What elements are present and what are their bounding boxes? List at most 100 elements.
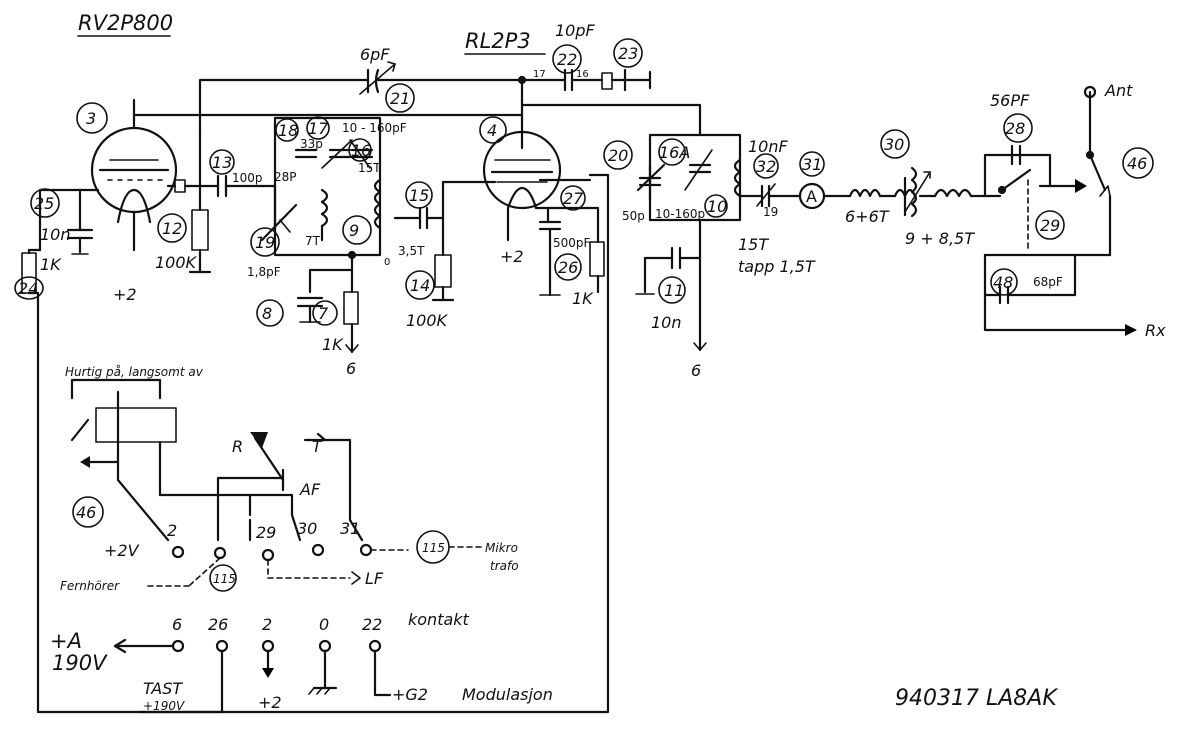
six-b: 6 [691,361,701,380]
pin-29-label: 29 [256,523,276,542]
pin-0: 0 [319,615,329,634]
part-10: 10 [707,197,727,216]
pin-31-label: 31 [340,519,360,538]
part-19: 19 [255,233,275,252]
r26-value: 1K [572,289,594,308]
c32-value: 10nF [748,137,789,156]
r-switch-label: R [232,437,243,456]
v190-label: 190V [52,651,108,675]
l64-value: 6+6T [845,207,890,226]
c25-value: 10n [40,225,71,244]
c20-value: 50p [622,209,645,223]
plus2-left: +2 [113,285,137,304]
part-21: 21 [390,89,410,108]
part-23: 23 [618,44,638,63]
tapp-value: tapp 1,5T [738,257,816,276]
part-115-right: 115 [422,541,445,555]
part-4: 4 [487,121,497,140]
part-7: 7 [318,304,329,323]
c13-value: 100p [232,171,263,185]
part-31: 31 [802,155,822,174]
r24-value: 1K [40,255,62,274]
part-3: 3 [86,109,96,128]
signature: 940317 LA8AK [895,686,1058,711]
part-20: 20 [608,146,628,165]
part-8: 8 [262,304,272,323]
part-48: 48 [993,273,1013,292]
node-16: 16 [576,69,589,80]
part-15: 15 [409,186,429,205]
t-switch-label: T [312,437,323,456]
part-32: 32 [756,157,776,176]
part-11: 11 [664,281,684,300]
node-0: 0 [384,257,390,268]
part-25: 25 [34,194,54,213]
c28-value: 56PF [990,91,1030,110]
plus2-bottom: +2 [258,693,282,712]
g2-label: +G2 [392,685,428,704]
node-17a: 17 [533,69,546,80]
modulasjon-label: Modulasjon [462,685,553,704]
plus-a-label: +A [50,629,82,653]
pin-26: 26 [208,615,228,634]
part-26: 26 [558,258,578,277]
ammeter-label: A [806,187,817,206]
part-17: 17 [308,119,329,138]
af-label: AF [299,480,321,499]
part-22: 22 [557,50,577,69]
tast-label: TAST [143,679,183,698]
c22-value: 10pF [555,21,596,40]
node-19: 19 [763,205,778,219]
tube-right-title: RL2P3 [465,29,531,53]
part-28: 28 [1005,119,1025,138]
plus2v-label: +2V [104,541,140,560]
c27-value: 500pF [553,236,591,250]
plus2-right: +2 [500,247,524,266]
kontakt-label: kontakt [408,610,470,629]
tast-v-label: +190V [143,699,185,713]
part-9: 9 [349,221,359,240]
trafo-label: trafo [490,559,519,573]
t35-value: 3,5T [398,244,425,258]
part-13: 13 [212,153,232,172]
mikro-label: Mikro [485,541,518,555]
six-a: 6 [346,359,356,378]
part-30: 30 [884,135,904,154]
r7-value: 1K [322,335,344,354]
l985-value: 9 + 8,5T [905,229,975,248]
part-27: 27 [563,189,584,208]
part-16: 16 [351,141,371,160]
pin-30-label: 30 [297,519,317,538]
c11-value: 10n [651,313,682,332]
c16A-value: 10-160p [655,207,705,221]
pin-6: 6 [172,615,182,634]
part-115-left: 115 [213,572,236,586]
pin-2: 2 [262,615,272,634]
antenna-label: Ant [1104,81,1133,100]
t15b-value: 15T [738,235,769,254]
part-16A: 16A [659,143,690,162]
c17-value: 10 - 160pF [342,121,407,135]
fernhorer-label: Fernhörer [60,579,120,593]
t15a-value: 15T [358,161,381,175]
part-14: 14 [410,276,430,295]
t7-value: 7T [305,234,321,248]
switch-caption: Hurtig på, langsomt av [65,365,204,379]
part-12: 12 [162,219,182,238]
part-46-right: 46 [1127,154,1147,173]
pin-2-label: 2 [167,521,177,540]
part-24: 24 [18,279,38,298]
part-46-left: 46 [76,503,96,522]
part-29: 29 [1040,216,1060,235]
c18-value: 33p [300,137,323,151]
c19-value: 1,8pF [247,265,281,279]
c48-value: 68pF [1033,275,1063,289]
lf-label: LF [365,569,384,588]
part-18: 18 [278,121,298,140]
c28p-value: 28P [274,170,297,184]
pin-22: 22 [362,615,382,634]
rx-label: Rx [1145,321,1166,340]
r12-value: 100K [155,253,198,272]
tube-left-title: RV2P800 [78,11,173,35]
